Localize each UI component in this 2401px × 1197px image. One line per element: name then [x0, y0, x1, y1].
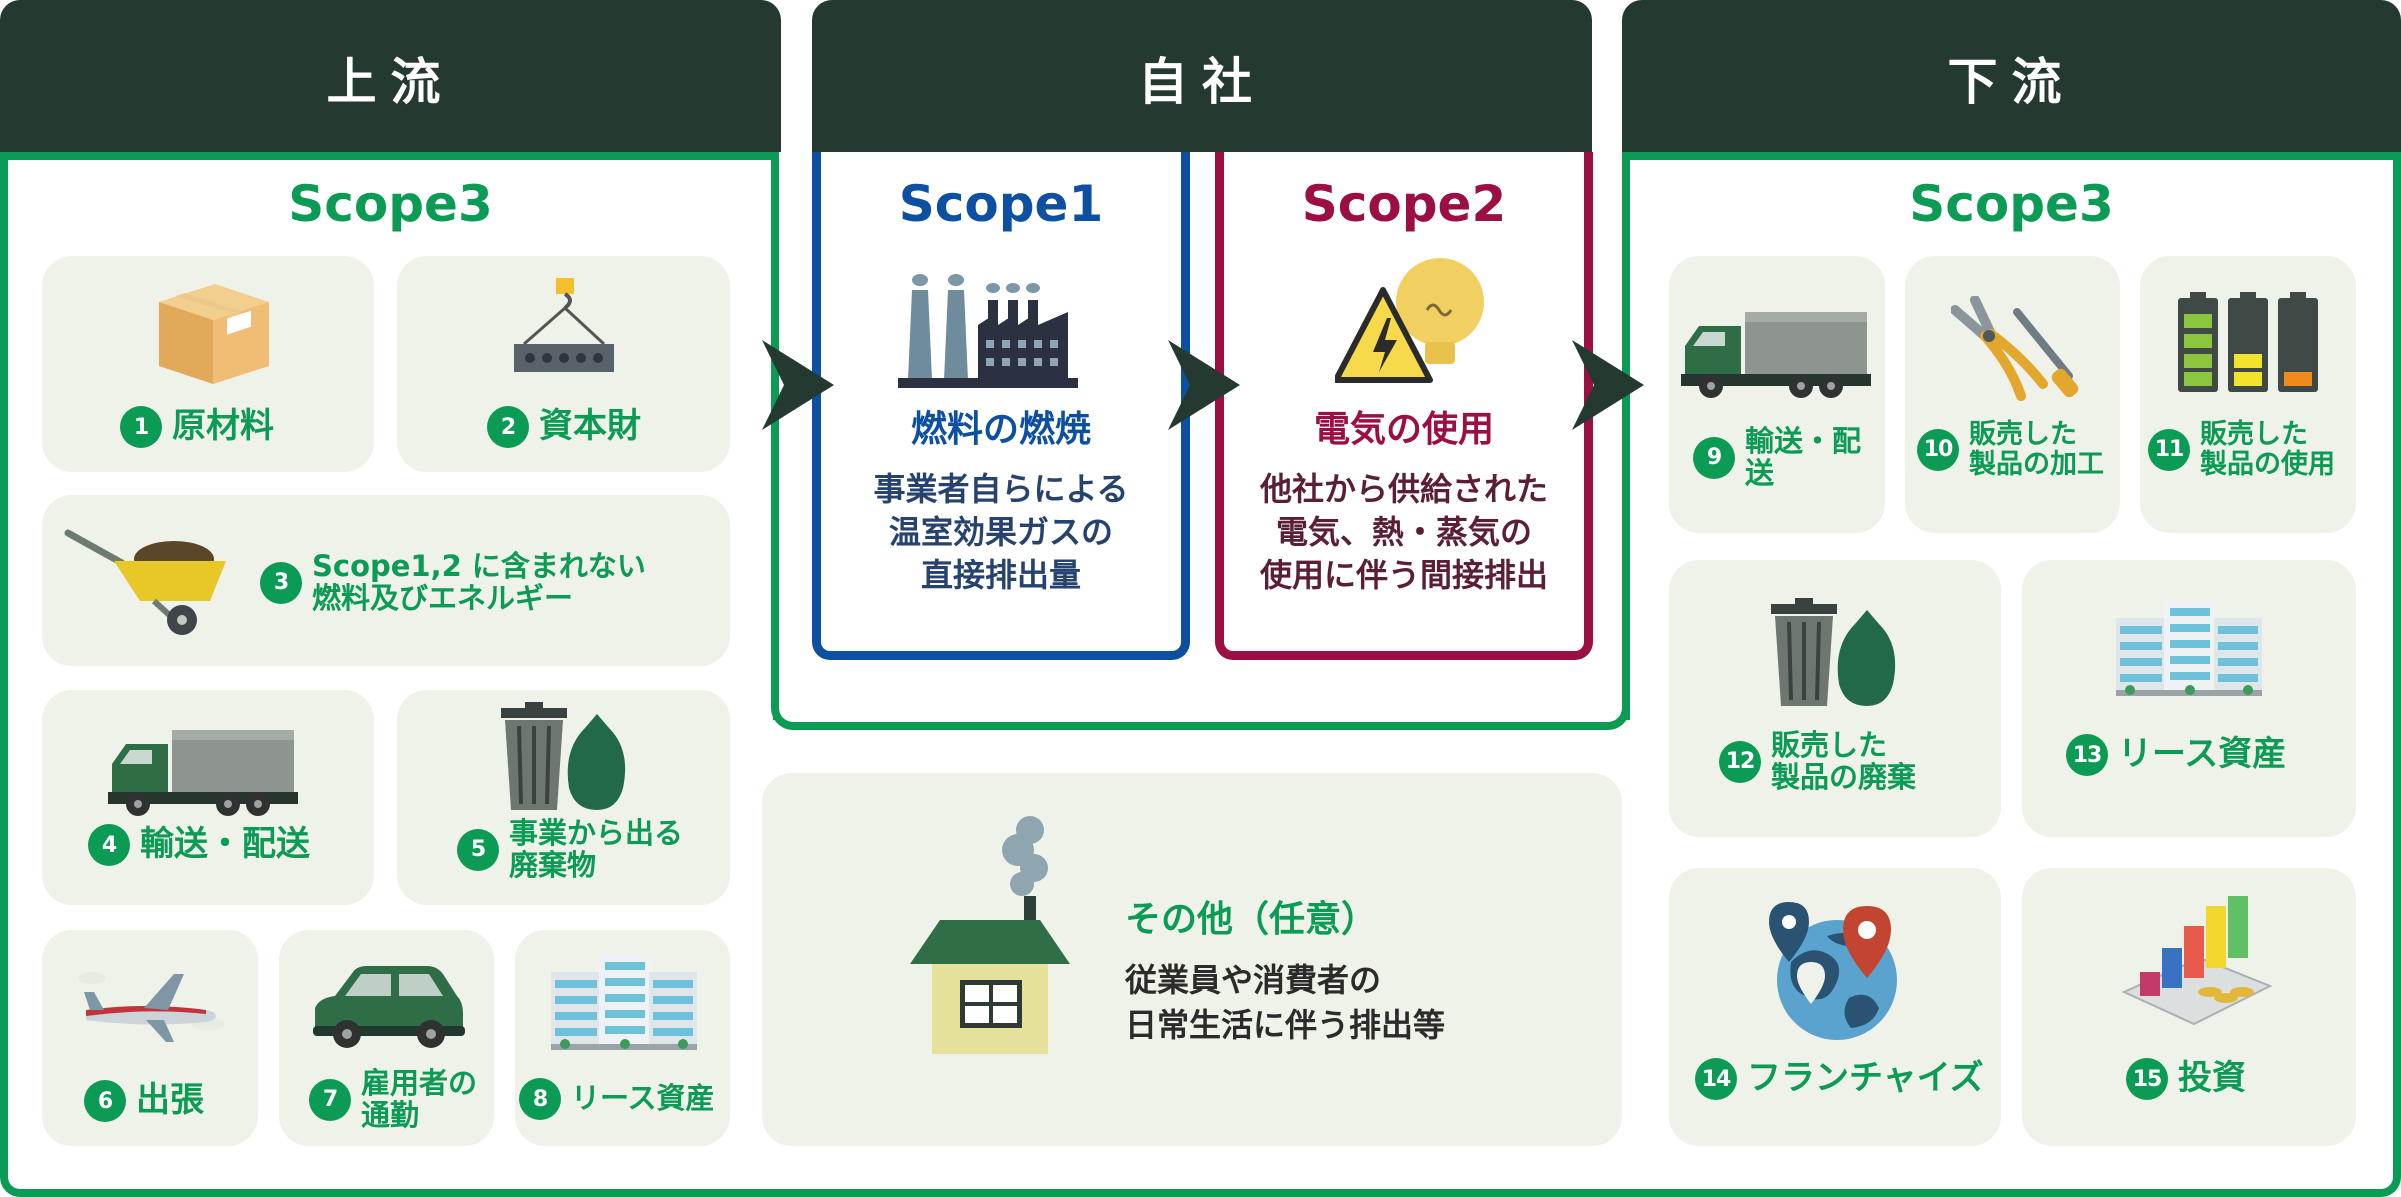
category-number: 14	[1695, 1058, 1737, 1100]
category-number: 2	[487, 406, 529, 448]
category-card-7: 7 雇用者の 通勤	[279, 930, 494, 1146]
category-card-11: 11 販売した 製品の使用	[2140, 256, 2356, 533]
scope2-title: Scope2	[1301, 175, 1507, 233]
category-label: 投資	[2178, 1058, 2246, 1099]
category-label: 販売した 製品の加工	[1969, 419, 2104, 480]
arrow-right-icon	[1572, 340, 1644, 430]
factory-icon	[898, 274, 1078, 388]
arrow-right-icon	[762, 340, 834, 430]
scope3-downstream-title: Scope3	[1909, 175, 2114, 233]
category-label: 原材料	[172, 406, 274, 447]
other-description: 従業員や消費者の 日常生活に伴う排出等	[1125, 961, 1446, 1044]
category-card-13: 13 リース資産	[2022, 560, 2356, 837]
category-number: 7	[309, 1078, 351, 1121]
category-card-5: 5 事業から出る 廃棄物	[397, 690, 730, 905]
lightbulb-warning-icon	[1335, 258, 1484, 383]
category-label: 販売した 製品の廃棄	[1771, 728, 1917, 794]
category-number: 15	[2126, 1058, 2168, 1100]
category-card-2: 2 資本財	[397, 256, 730, 472]
scope1-title: Scope1	[898, 175, 1104, 233]
category-number: 6	[84, 1080, 126, 1122]
category-card-1: 1 原材料	[42, 256, 374, 472]
category-number: 9	[1693, 436, 1735, 479]
category-label: 資本財	[539, 406, 641, 447]
category-label: 事業から出る 廃棄物	[509, 816, 684, 882]
category-card-9: 9 輸送・配送	[1669, 256, 1885, 533]
category-card-8: 8 リース資産	[515, 930, 730, 1146]
house-icon	[910, 816, 1070, 1054]
outer-frame	[0, 152, 2401, 1197]
category-label: リース資産	[2118, 734, 2287, 775]
category-number: 11	[2148, 428, 2190, 471]
header-downstream: 下流	[1622, 0, 2401, 156]
category-number: 3	[260, 561, 302, 604]
frame-top-downstream	[1622, 152, 2401, 160]
truck-icon	[108, 730, 298, 816]
category-label: Scope1,2 に含まれない 燃料及びエネルギー	[312, 549, 646, 615]
category-card-12: 12 販売した 製品の廃棄	[1669, 560, 2001, 837]
arrow-right-icon	[1168, 340, 1240, 430]
steel-beam-icon	[514, 278, 614, 372]
battery-icon	[2178, 292, 2318, 392]
category-label: フランチャイズ	[1747, 1058, 1984, 1099]
category-label: 出張	[136, 1080, 204, 1121]
category-number: 8	[519, 1078, 561, 1120]
scope1-description: 事業者自らによる 温室効果ガスの 直接排出量	[873, 470, 1129, 595]
category-number: 4	[88, 824, 130, 866]
other-title: その他（任意）	[1125, 899, 1378, 940]
truck-icon	[1681, 312, 1871, 398]
category-label: 雇用者の 通勤	[361, 1066, 478, 1132]
category-card-15: 15 投資	[2022, 868, 2356, 1146]
airplane-icon	[78, 972, 224, 1042]
category-label: 販売した 製品の使用	[2200, 419, 2335, 480]
wheelbarrow-icon	[64, 529, 226, 635]
category-number: 13	[2066, 734, 2108, 776]
category-label: 輸送・配送	[1745, 424, 1862, 490]
building-icon	[2116, 600, 2262, 696]
building-icon	[551, 954, 697, 1050]
scope2-label: 電気の使用	[1313, 409, 1494, 450]
frame-top-upstream	[0, 152, 781, 160]
category-number: 10	[1917, 428, 1959, 471]
category-number: 12	[1719, 740, 1761, 783]
category-label: 輸送・配送	[140, 824, 310, 865]
category-number: 1	[120, 406, 162, 448]
pliers-icon	[1951, 296, 2079, 401]
header-company: 自社	[812, 0, 1592, 156]
category-number: 5	[457, 828, 499, 871]
header-upstream: 上流	[0, 0, 781, 156]
other-card	[762, 773, 1622, 1146]
investment-chart-icon	[2121, 896, 2273, 1026]
category-label: リース資産	[571, 1081, 715, 1116]
scope1-label: 燃料の燃焼	[910, 409, 1091, 450]
trash-bag-icon	[1771, 598, 1896, 706]
car-icon	[313, 966, 465, 1048]
category-card-3: 3 Scope1,2 に含まれない 燃料及びエネルギー	[42, 495, 730, 666]
category-card-10: 10 販売した 製品の加工	[1905, 256, 2120, 533]
trash-bag-icon	[501, 702, 626, 810]
category-card-6: 6 出張	[42, 930, 258, 1146]
scope3-upstream-title: Scope3	[288, 175, 493, 233]
globe-pin-icon	[1769, 902, 1897, 1040]
category-card-4: 4 輸送・配送	[42, 690, 374, 905]
category-card-14: 14 フランチャイズ	[1669, 868, 2001, 1146]
scope2-description: 他社から供給された 電気、熱・蒸気の 使用に伴う間接排出	[1259, 470, 1548, 595]
box-icon	[159, 284, 269, 384]
